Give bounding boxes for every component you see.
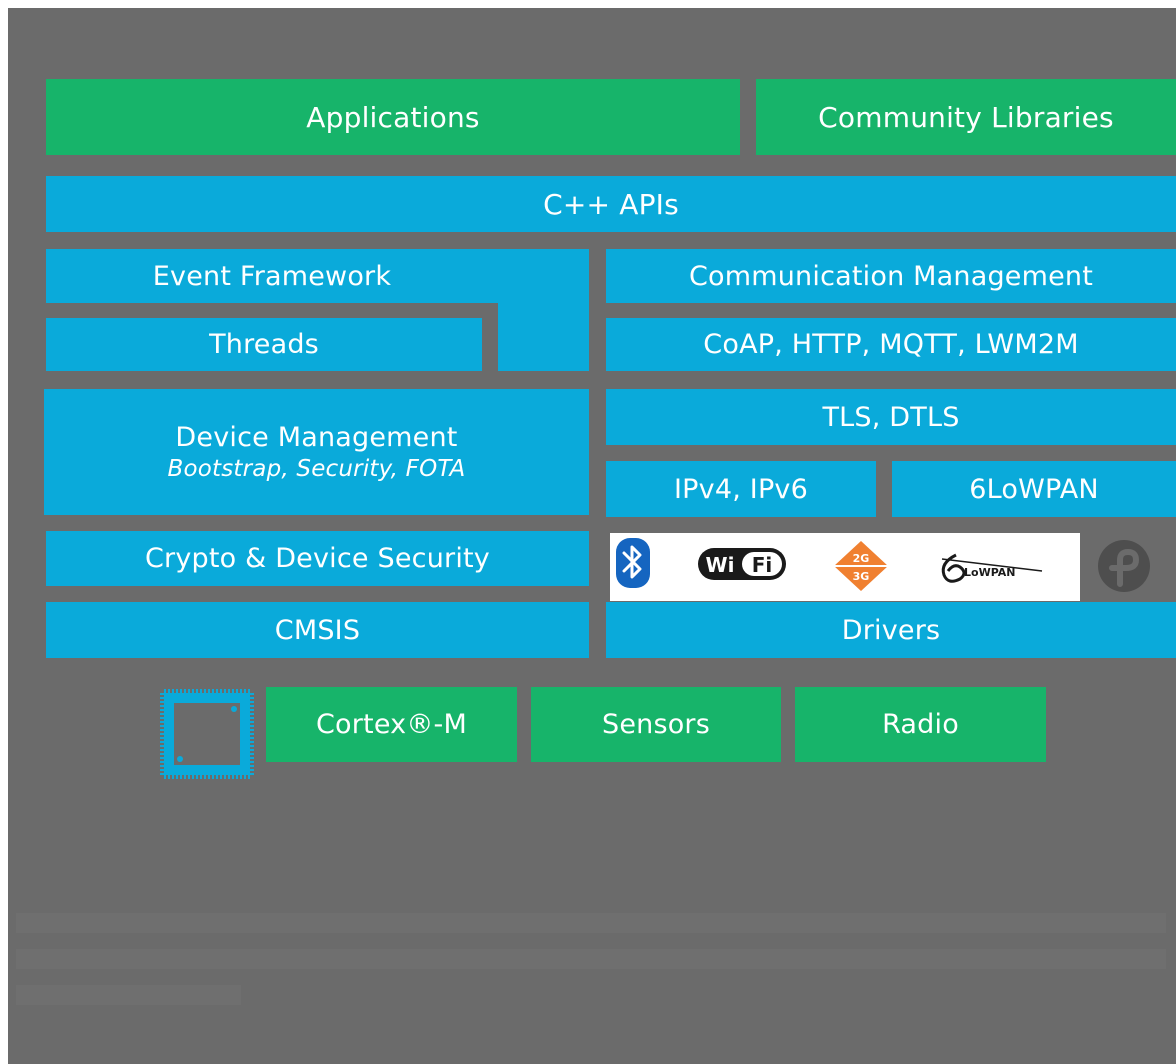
thread-logo-icon: [1096, 538, 1152, 594]
microcontroller-chip-icon: [160, 689, 254, 779]
event-framework-label: Event Framework: [152, 260, 392, 292]
cortex-m-block: Cortex®-M: [266, 687, 517, 762]
device-management-subtitle: Bootstrap, Security, FOTA: [167, 455, 466, 482]
device-management-title: Device Management: [175, 421, 458, 453]
diagram-canvas: Applications Community Libraries C++ API…: [8, 8, 1176, 1064]
ipv4-ipv6-block: IPv4, IPv6: [606, 461, 876, 517]
cmsis-block: CMSIS: [46, 602, 589, 658]
crypto-device-security-block: Crypto & Device Security: [46, 531, 589, 586]
6lowpan-block: 6LoWPAN: [892, 461, 1176, 517]
community-libraries-block: Community Libraries: [756, 79, 1176, 155]
svg-text:3G: 3G: [853, 570, 870, 583]
applications-block: Applications: [46, 79, 740, 155]
cellular-2g-3g-icon: 2G 3G: [834, 541, 888, 591]
bluetooth-icon: [616, 538, 650, 588]
svg-text:Fi: Fi: [752, 553, 773, 577]
threads-block: Threads: [46, 318, 482, 371]
svg-text:2G: 2G: [853, 552, 870, 565]
event-framework-side: [498, 249, 589, 371]
cpp-apis-block: C++ APIs: [46, 176, 1176, 232]
radio-block: Radio: [795, 687, 1046, 762]
wifi-icon: Wi Fi: [698, 548, 786, 580]
sensors-block: Sensors: [531, 687, 781, 762]
protocols-block: CoAP, HTTP, MQTT, LWM2M: [606, 318, 1176, 371]
svg-text:LoWPAN: LoWPAN: [964, 566, 1015, 579]
6lowpan-logo-icon: LoWPAN: [941, 553, 1043, 583]
device-management-block: Device Management Bootstrap, Security, F…: [44, 389, 589, 515]
radio-logos-strip: Wi Fi 2G 3G LoWPAN: [610, 533, 1080, 601]
svg-text:Wi: Wi: [706, 553, 735, 577]
tls-dtls-block: TLS, DTLS: [606, 389, 1176, 445]
radio-logos-svg: Wi Fi 2G 3G LoWPAN: [616, 538, 1043, 591]
drivers-block: Drivers: [606, 602, 1176, 658]
communication-management-block: Communication Management: [606, 249, 1176, 303]
